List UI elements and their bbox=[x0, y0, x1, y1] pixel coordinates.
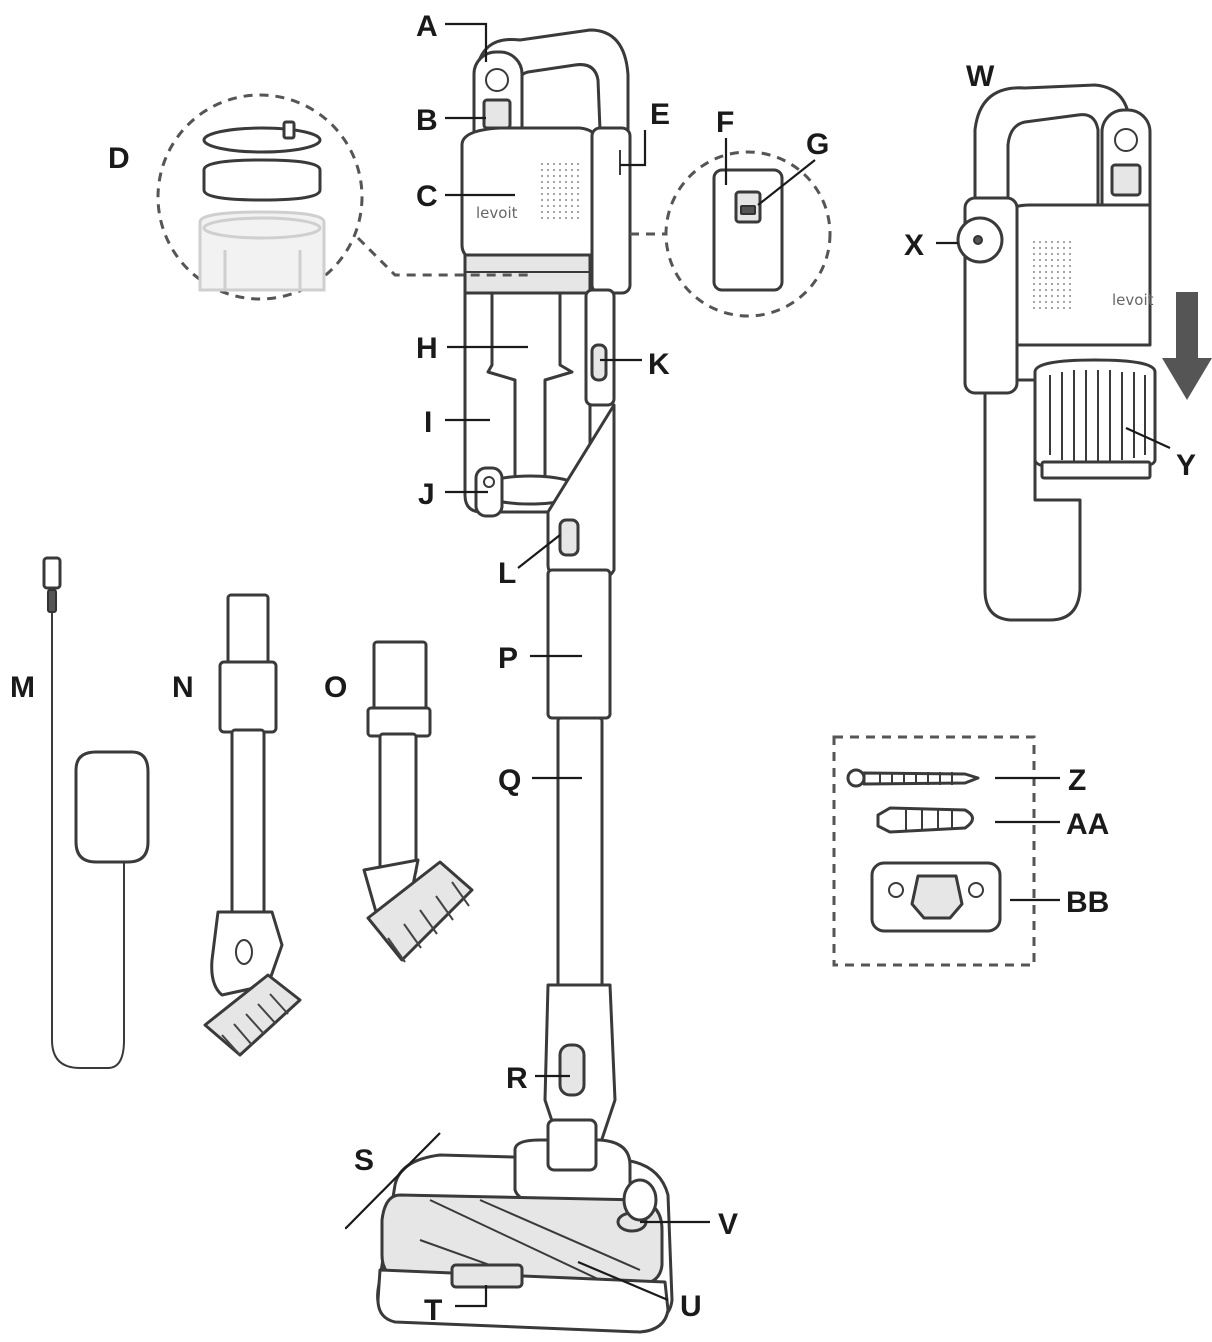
label-d: D bbox=[108, 142, 130, 175]
label-q: Q bbox=[498, 764, 521, 797]
battery-detail-circle bbox=[630, 150, 832, 318]
label-j: J bbox=[418, 478, 435, 511]
label-i: I bbox=[424, 406, 432, 439]
label-o: O bbox=[324, 671, 347, 704]
label-n: N bbox=[172, 671, 194, 704]
label-bb: BB bbox=[1066, 886, 1109, 919]
filter-sponge bbox=[202, 158, 322, 202]
charger-plug bbox=[74, 750, 150, 864]
label-f: F bbox=[716, 106, 734, 139]
battery-pack bbox=[590, 126, 632, 295]
filter-removal-inset: levoit bbox=[956, 83, 1212, 622]
wide-brush-tool-o bbox=[362, 640, 474, 963]
hardware-box-outline bbox=[832, 735, 1036, 967]
label-a: A bbox=[416, 10, 438, 43]
label-r: R bbox=[506, 1062, 528, 1095]
dusting-brush-tool-n bbox=[203, 593, 302, 1057]
side-wheel bbox=[622, 1178, 658, 1222]
wand-upper bbox=[546, 568, 612, 720]
main-vacuum-illustration: levoit bbox=[376, 28, 674, 1334]
down-arrow-icon bbox=[1162, 292, 1212, 400]
label-e: E bbox=[650, 98, 670, 131]
filter-cap bbox=[202, 126, 322, 154]
label-k: K bbox=[648, 348, 670, 381]
label-p: P bbox=[498, 642, 518, 675]
label-c: C bbox=[416, 180, 438, 213]
label-w: W bbox=[966, 60, 995, 93]
label-y: Y bbox=[1176, 449, 1196, 482]
label-v: V bbox=[718, 1208, 738, 1241]
power-button-icon bbox=[485, 68, 509, 92]
label-g: G bbox=[806, 128, 829, 161]
filter-detail-circle bbox=[156, 93, 530, 301]
label-aa: AA bbox=[1066, 808, 1109, 841]
label-m: M bbox=[10, 671, 35, 704]
screw-z bbox=[846, 768, 866, 788]
brand-logo: levoit bbox=[476, 204, 518, 222]
hepa-filter-y bbox=[1033, 358, 1157, 472]
charger-adapter bbox=[42, 556, 150, 1069]
battery-detail bbox=[712, 168, 784, 292]
label-z: Z bbox=[1068, 764, 1086, 797]
motor-vent bbox=[540, 160, 580, 220]
inset-motor-body bbox=[1003, 203, 1152, 347]
callout-labels: A B C D E F G H K I J L M N O P Q R S T … bbox=[10, 10, 1196, 1327]
trigger-k bbox=[590, 343, 608, 382]
wand-lower bbox=[556, 716, 604, 990]
inset-body bbox=[983, 378, 1082, 622]
label-b: B bbox=[416, 104, 438, 137]
svg-text:levoit: levoit bbox=[1112, 291, 1154, 309]
label-x: X bbox=[904, 229, 924, 262]
leader-lines bbox=[345, 22, 1171, 1308]
detail-outline-d bbox=[156, 93, 364, 301]
wall-anchor-aa bbox=[876, 806, 974, 834]
led-indicator-panel bbox=[450, 1263, 524, 1289]
label-h: H bbox=[416, 332, 438, 365]
label-t: T bbox=[424, 1294, 442, 1327]
label-u: U bbox=[680, 1290, 702, 1323]
wall-mount-hardware bbox=[832, 735, 1036, 967]
label-l: L bbox=[498, 557, 516, 590]
label-s: S bbox=[354, 1144, 374, 1177]
display-screen bbox=[482, 98, 512, 130]
filter-housing-faded bbox=[198, 210, 326, 292]
swivel-joint bbox=[546, 1118, 598, 1172]
